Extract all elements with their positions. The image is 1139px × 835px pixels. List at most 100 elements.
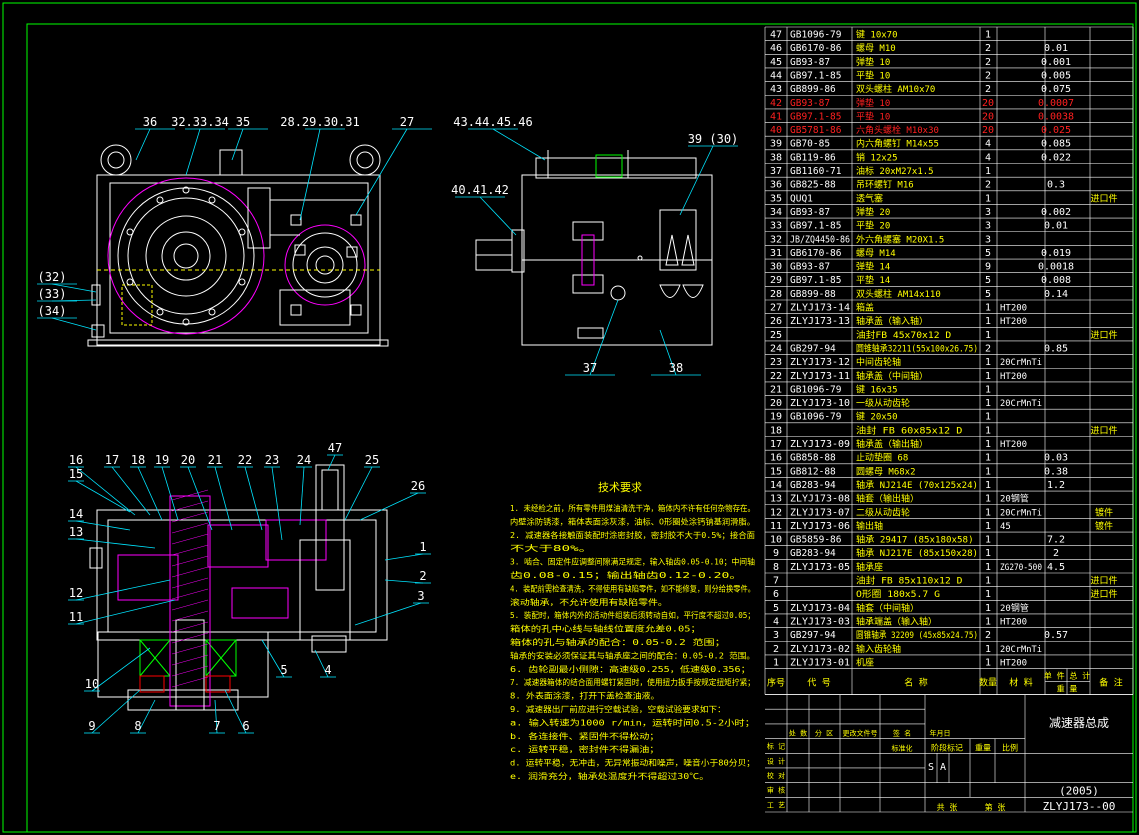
bom-no: 37 (770, 166, 782, 177)
callout-label: (32) (38, 270, 67, 284)
bom-no: 31 (770, 248, 782, 259)
hatch-line (171, 599, 209, 611)
bolt-hole (182, 186, 190, 194)
hatch-line (171, 544, 209, 556)
bom-name: 机座 (856, 656, 874, 668)
bom-no: 45 (770, 57, 782, 68)
bom-no: 32 (770, 234, 782, 245)
leader-line (137, 466, 163, 521)
front-view-bolts (126, 186, 362, 326)
bom-name: 六角头螺栓 M10x30 (856, 124, 939, 136)
leader-line (75, 538, 156, 549)
drawing-title: 减速器总成 (1049, 716, 1109, 730)
bom-qty: 1 (985, 494, 991, 505)
bom-code: GB70-85 (790, 139, 830, 150)
leader-line (679, 145, 714, 216)
bom-code: GB6170-86 (790, 248, 842, 259)
stud-nut (346, 246, 358, 258)
bom-material: 20CrMnTi (1000, 508, 1042, 518)
hatch-line (171, 610, 209, 622)
bom-no: 44 (770, 70, 782, 81)
standardization-label: 标准化 (892, 743, 913, 752)
bom-weight: 0.085 (1041, 139, 1071, 150)
leader-line (231, 128, 244, 161)
weight-label: 重量 (975, 742, 991, 752)
bom-code: GB97.1-85 (790, 221, 841, 232)
bom-code: ZLYJ173-12 (790, 357, 850, 368)
bom-note: 进口件 (1090, 192, 1117, 204)
title-row-label: 标 记 (767, 742, 785, 751)
bom-weight: 0.85 (1044, 343, 1068, 354)
stage-value: A (940, 762, 946, 773)
bom-code: GB93-87 (790, 57, 830, 68)
bom-qty: 1 (985, 589, 991, 600)
leader-line (589, 299, 619, 376)
bom-no: 14 (770, 480, 782, 491)
bom-code: ZLYJ173-08 (790, 494, 850, 505)
bom-no: 22 (770, 371, 782, 382)
bom-qty: 1 (985, 330, 991, 341)
bom-qty: 1 (985, 507, 991, 518)
bom-no: 30 (770, 262, 782, 273)
bom-name: 键 10x70 (856, 29, 898, 41)
bom-name: 轴套（输出轴） (856, 493, 919, 505)
bom-name: 透气塞 (856, 192, 883, 204)
bom-qty: 2 (985, 84, 991, 95)
bom-material: 20钢管 (1000, 602, 1029, 614)
bom-qty: 20 (982, 125, 994, 136)
leader-line (51, 283, 97, 293)
bom-no: 23 (770, 357, 782, 368)
leader-line (384, 553, 424, 561)
bom-qty: 5 (985, 289, 991, 300)
bom-name: 一级从动齿轮 (856, 397, 910, 409)
bom-name: 轴承盖（中间轴） (856, 370, 928, 382)
tech-line: 2. 减速器各接触面装配时涂密封胶，密封胶不大于0.5%；接合面 (510, 530, 755, 540)
bom-qty: 1 (985, 357, 991, 368)
callout-label: 38 (669, 361, 683, 375)
bom-no: 11 (770, 521, 782, 532)
tech-line: 滚动轴承，不允许使用有缺陷零件。 (510, 597, 668, 607)
bom-no: 13 (770, 494, 782, 505)
hatch-line (171, 654, 209, 666)
tech-line: e. 润滑充分，轴承处温度升不得超过30℃。 (510, 771, 709, 781)
bom-qty: 1 (985, 657, 991, 668)
bom-qty: 1 (985, 439, 991, 450)
bom-weight: 0.03 (1044, 453, 1068, 464)
bom-qty: 1 (985, 193, 991, 204)
bom-qty: 1 (985, 412, 991, 423)
bom-no: 5 (773, 603, 779, 614)
bom-qty: 1 (985, 562, 991, 573)
bom-no: 7 (773, 576, 779, 587)
bom-name: 轴承 NJ214E (70x125x24) (856, 479, 978, 491)
side-view (475, 150, 713, 346)
bolt-hole (208, 196, 216, 204)
callout-label: 25 (365, 453, 379, 467)
bom-no: 10 (770, 535, 782, 546)
leader-line (327, 454, 336, 471)
front-view (87, 144, 389, 347)
bom-code: GB5781-86 (790, 125, 842, 136)
bom-name: 中间齿轮轴 (856, 356, 901, 368)
bom-no: 19 (770, 412, 782, 423)
bom-name: 双头螺柱 AM10x70 (856, 83, 935, 95)
bom-no: 8 (773, 562, 779, 573)
bom-weight: 0.025 (1041, 125, 1071, 136)
callout-label: 2 (419, 569, 426, 583)
bom-code: GB1096-79 (790, 412, 842, 423)
callout-label: 28.29.30.31 (280, 115, 359, 129)
leader-line (135, 128, 151, 161)
bolt-hole (238, 228, 246, 236)
callout-label: 5 (280, 663, 287, 677)
